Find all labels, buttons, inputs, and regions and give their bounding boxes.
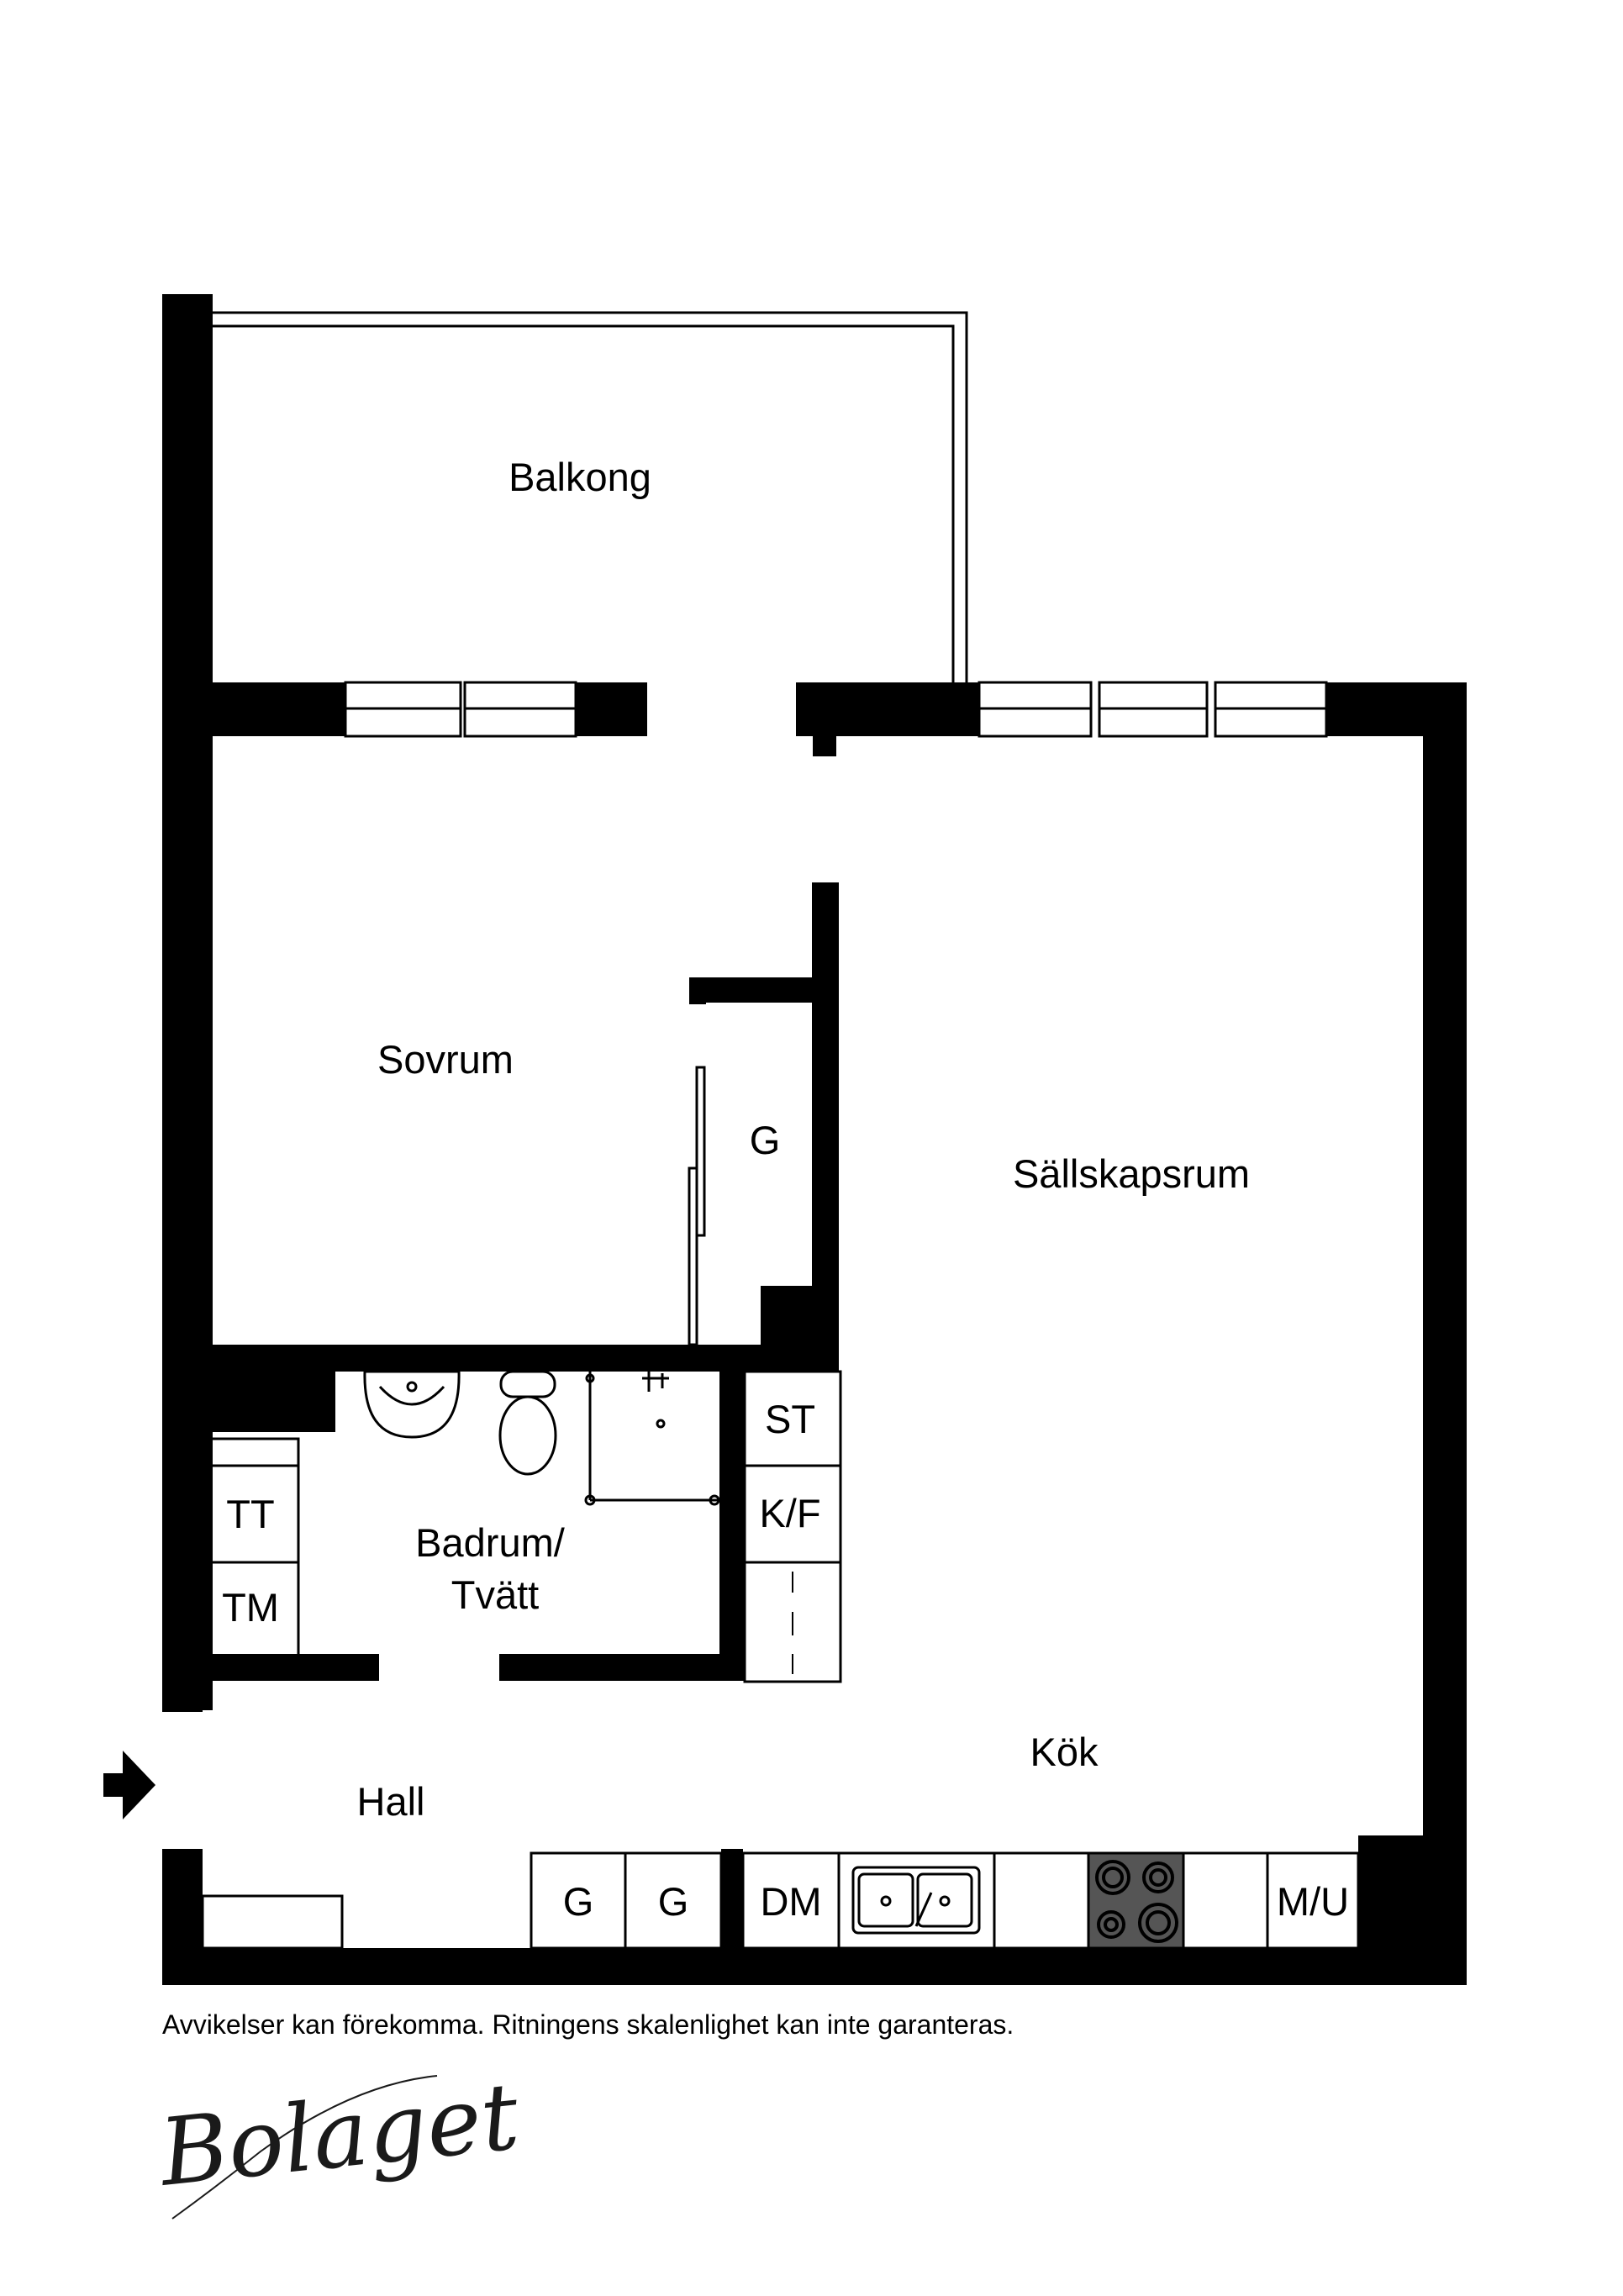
fixture-label-dryer: TT [226, 1492, 274, 1536]
room-label-bathroom-line2: Tvätt [451, 1572, 539, 1617]
logo-flourish [171, 2075, 438, 2220]
balcony-outline [210, 311, 968, 682]
fixture-label-wardrobe-1: G [563, 1879, 594, 1924]
fixture-label-fridge-freezer: K/F [759, 1491, 820, 1535]
room-labels: Balkong Sovrum Sällskapsrum Badrum/ Tvät… [357, 455, 1251, 1824]
room-label-kitchen: Kök [1030, 1730, 1099, 1774]
stove-icon [1087, 1851, 1185, 1950]
fixture-label-storage: ST [765, 1397, 815, 1441]
cabinet-outlines [201, 1370, 1360, 1950]
room-label-balcony: Balkong [509, 455, 651, 499]
sink-icon [363, 1370, 461, 1439]
fixture-labels: G ST K/F TT TM G G DM M/U [222, 1118, 1349, 1924]
windows [344, 681, 1328, 738]
room-label-living: Sällskapsrum [1013, 1151, 1250, 1196]
shower-icon [584, 1372, 720, 1506]
fixture-label-microwave-oven: M/U [1277, 1879, 1349, 1924]
bolaget-logo: Bolaget [153, 2062, 524, 2220]
fixture-label-wardrobe-2: G [658, 1879, 689, 1924]
fixture-label-washer: TM [222, 1585, 279, 1630]
entrance-arrow-icon [103, 1751, 155, 1819]
kitchen-sink-icon [851, 1866, 981, 1935]
toilet-icon [498, 1370, 557, 1476]
room-label-hall: Hall [357, 1779, 425, 1824]
room-label-bedroom: Sovrum [377, 1037, 514, 1082]
sliding-doors [688, 1066, 706, 1346]
disclaimer-text: Avvikelser kan förekomma. Ritningens ska… [162, 2009, 1014, 2040]
fixture-label-wardrobe-bedroom: G [750, 1118, 781, 1162]
fixture-label-dishwasher: DM [760, 1879, 821, 1924]
bathroom-fixtures [363, 1370, 720, 1506]
interior-walls [203, 882, 839, 1948]
room-label-bathroom-line1: Badrum/ [415, 1520, 566, 1565]
exterior-walls [162, 294, 1467, 1985]
logo-text: Bolaget [153, 2062, 524, 2207]
